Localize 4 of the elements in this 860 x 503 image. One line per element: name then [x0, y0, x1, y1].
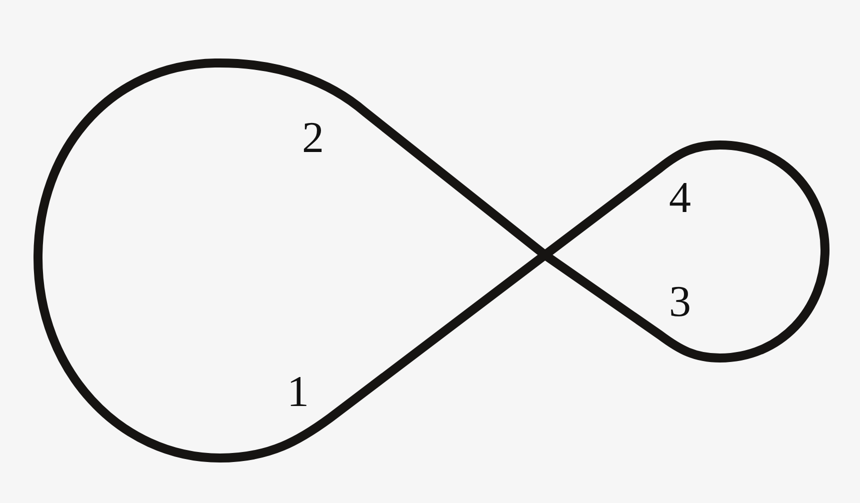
- point-label: 2: [302, 116, 324, 160]
- point-label: 4: [669, 176, 691, 220]
- point-label: 3: [669, 280, 691, 324]
- point-label: 1: [287, 370, 309, 414]
